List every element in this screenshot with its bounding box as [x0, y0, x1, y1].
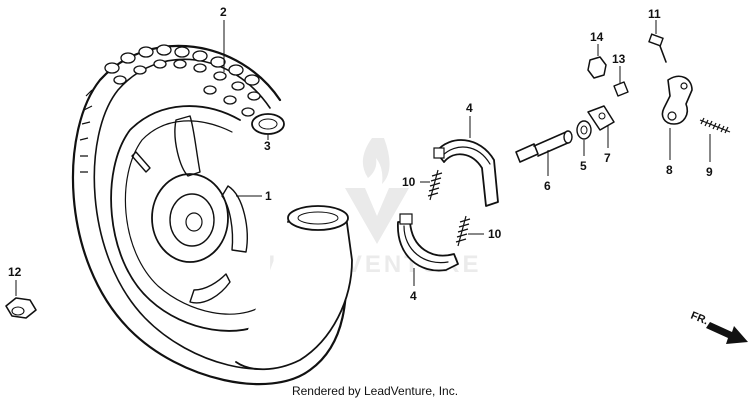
- wheel-hub: [151, 173, 229, 263]
- collar: [613, 81, 629, 97]
- callout-9: 9: [706, 165, 713, 179]
- callout-8: 8: [666, 163, 673, 177]
- wear-indicator-plate: [587, 105, 615, 131]
- callout-10-upper: 10: [402, 175, 416, 189]
- brake-spring-lower: [455, 215, 471, 247]
- callout-1: 1: [265, 189, 272, 203]
- tube-end-bottom: [287, 205, 349, 231]
- brake-shoe-upper: [433, 139, 499, 207]
- valve-stem: [131, 151, 151, 173]
- tire-tread: [104, 44, 261, 117]
- axle-nut: [5, 297, 37, 319]
- brake-cam: [515, 130, 573, 163]
- callout-14: 14: [590, 30, 604, 44]
- front-direction-arrow: FR.: [689, 310, 748, 344]
- callout-11: 11: [648, 7, 661, 21]
- callout-12: 12: [8, 265, 22, 279]
- callout-6: 6: [544, 179, 551, 193]
- callout-10-lower: 10: [488, 227, 502, 241]
- callout-3: 3: [264, 139, 271, 153]
- nut-small: [587, 56, 607, 79]
- leader-lines: [15, 20, 711, 296]
- callout-4-upper: 4: [466, 101, 473, 115]
- callout-4-lower: 4: [410, 289, 417, 303]
- rim-outline: [110, 105, 271, 332]
- brake-arm: [661, 75, 693, 125]
- callout-13: 13: [612, 52, 626, 66]
- return-spring: [699, 117, 731, 134]
- render-credit: Rendered by LeadVenture, Inc.: [291, 384, 459, 398]
- wheel-tire-assembly: [71, 44, 353, 386]
- callout-7: 7: [604, 151, 611, 165]
- callouts: 2 3 1 4 10 10 4 6 5 7 8 9 13 14 11 12: [8, 5, 713, 303]
- brake-spring-upper: [427, 169, 443, 201]
- callout-5: 5: [580, 159, 587, 173]
- bolt: [648, 33, 667, 63]
- washer: [576, 120, 592, 140]
- brake-shoe-lower: [397, 213, 459, 272]
- callout-2: 2: [220, 5, 227, 19]
- fr-label: FR.: [689, 310, 710, 328]
- tube-end-top: [251, 113, 285, 135]
